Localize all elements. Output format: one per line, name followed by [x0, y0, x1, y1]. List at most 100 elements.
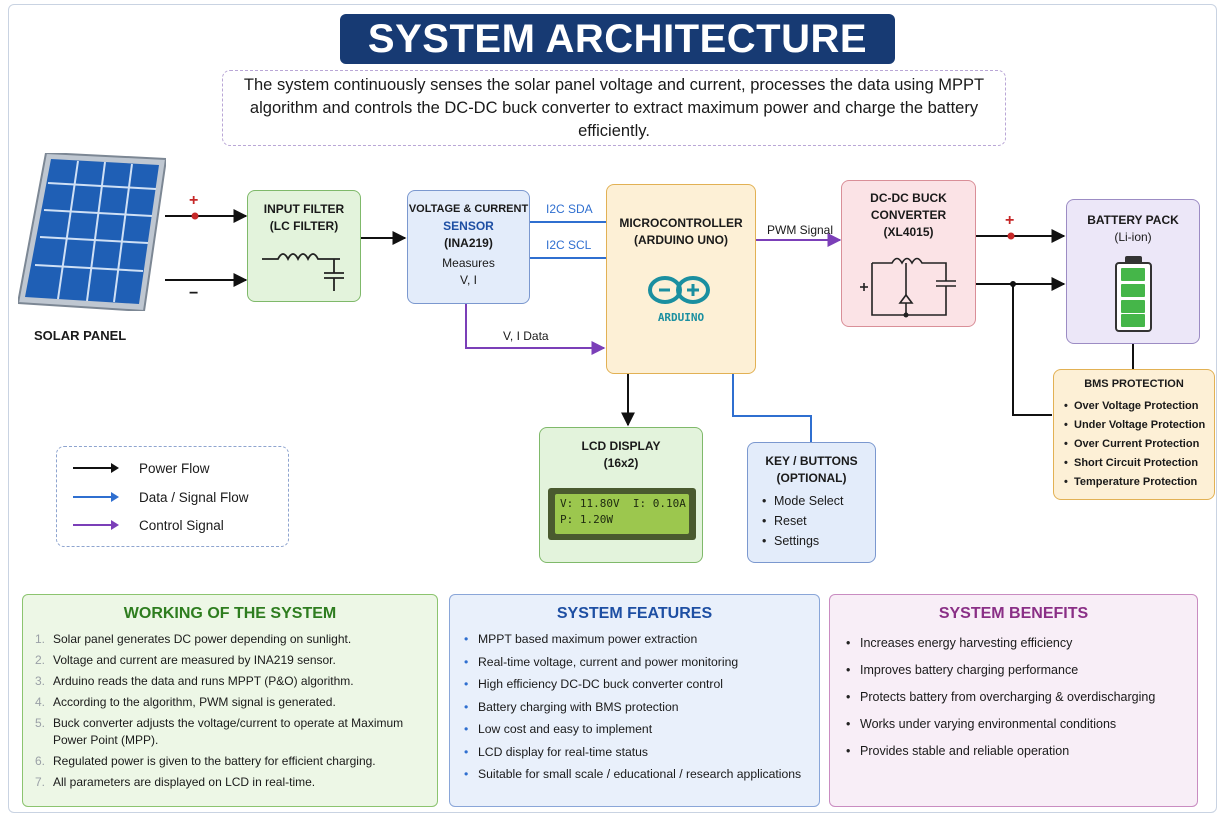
list-item-text: Arduino reads the data and runs MPPT (P&… — [53, 674, 354, 688]
battery-cap — [1125, 256, 1142, 263]
features-panel: SYSTEM FEATURES •MPPT based maximum powe… — [449, 594, 820, 807]
working-item: 5.Buck converter adjusts the voltage/cur… — [35, 715, 427, 749]
list-item-text: Settings — [774, 534, 820, 548]
buck-title: DC-DC BUCK — [870, 191, 947, 205]
features-item: •MPPT based maximum power extraction — [464, 631, 811, 648]
bms-item: •Temperature Protection — [1064, 474, 1214, 490]
list-marker: • — [464, 722, 469, 736]
plus-terminal-dot — [191, 212, 199, 220]
arduino-logo-text: ARDUINO — [657, 311, 705, 324]
battery-pack-block: BATTERY PACK (Li-ion) — [1066, 199, 1200, 344]
list-item-text: Works under varying environmental condit… — [860, 717, 1117, 731]
bms-item: •Over Voltage Protection — [1064, 398, 1214, 414]
features-item: •Battery charging with BMS protection — [464, 699, 811, 716]
legend-power-line — [73, 463, 119, 473]
battery-cell — [1121, 314, 1145, 327]
list-item-text: According to the algorithm, PWM signal i… — [53, 695, 336, 709]
description-text: The system continuously senses the solar… — [243, 75, 985, 140]
list-marker: • — [464, 744, 469, 759]
list-item-text: Short Circuit Protection — [1074, 457, 1199, 469]
features-item: •Real-time voltage, current and power mo… — [464, 654, 811, 671]
features-title: SYSTEM FEATURES — [556, 605, 713, 622]
working-title: WORKING OF THE SYSTEM — [123, 605, 337, 622]
buck-model: (XL4015) — [883, 225, 934, 239]
battery-type: (Li-ion) — [1114, 230, 1152, 244]
bms-list: •Over Voltage Protection•Under Voltage P… — [1064, 398, 1214, 490]
list-marker: • — [846, 717, 851, 731]
pwm-signal-label: PWM Signal — [767, 223, 834, 237]
list-item-text: Regulated power is given to the battery … — [53, 754, 376, 768]
i2c-sda-label: I2C SDA — [546, 202, 593, 216]
keys-optional: (OPTIONAL) — [776, 471, 847, 485]
list-marker: • — [846, 636, 851, 650]
list-item-text: Increases energy harvesting efficiency — [860, 636, 1073, 650]
sensor-name: SENSOR — [443, 219, 494, 233]
microcontroller-block: MICROCONTROLLER (ARDUINO UNO) ARDUINO — [606, 184, 756, 374]
list-marker: • — [1064, 457, 1068, 469]
keys-item: • Mode Select — [762, 493, 875, 509]
list-item-text: Buck converter adjusts the voltage/curre… — [53, 716, 404, 747]
vi-data-label: V, I Data — [503, 329, 549, 343]
lcd-line-1: V: 11.80V I: 0.10A — [560, 497, 686, 510]
legend: Power Flow Data / Signal Flow Control Si… — [56, 446, 289, 547]
features-item: •High efficiency DC-DC buck converter co… — [464, 676, 811, 693]
working-item: 3.Arduino reads the data and runs MPPT (… — [35, 673, 427, 690]
battery-cell — [1121, 300, 1145, 313]
list-item-text: Reset — [774, 514, 807, 528]
list-marker: • — [1064, 476, 1068, 488]
benefits-item: • Increases energy harvesting efficiency — [846, 635, 1189, 652]
list-marker: • — [762, 494, 767, 508]
list-item-text: LCD display for real-time status — [478, 744, 649, 759]
keys-item: •Settings — [762, 533, 875, 549]
list-marker: • — [464, 632, 469, 646]
keys-item: •Reset — [762, 513, 875, 529]
features-item: •Suitable for small scale / educational … — [464, 766, 811, 783]
features-list: •MPPT based maximum power extraction •Rea… — [464, 631, 811, 783]
list-marker: • — [1064, 419, 1068, 431]
buck-plus-sign: + — [1005, 212, 1015, 229]
sensor-measures: Measures — [442, 256, 495, 270]
solar-plus-sign: + — [189, 192, 199, 209]
mcu-model: (ARDUINO UNO) — [634, 233, 728, 247]
list-marker: • — [1064, 400, 1068, 412]
arduino-logo-icon — [648, 276, 710, 304]
battery-title: BATTERY PACK — [1087, 213, 1179, 227]
list-item-text: Protects battery from overcharging & ove… — [860, 690, 1156, 704]
description-box: The system continuously senses the solar… — [222, 70, 1006, 146]
bms-line — [1012, 284, 1052, 416]
features-item: • LCD display for real-time status — [464, 744, 811, 761]
lcd-line-2: P: 1.20W — [560, 513, 613, 526]
bms-protection-block: BMS PROTECTION •Over Voltage Protection•… — [1053, 369, 1215, 500]
legend-power-label: Power Flow — [139, 460, 210, 476]
lcd-size: (16x2) — [603, 456, 639, 470]
list-marker: 4. — [35, 695, 46, 709]
list-item-text: Battery charging with BMS protection — [478, 699, 679, 714]
title-banner: SYSTEM ARCHITECTURE — [340, 14, 895, 64]
lcd-screen-text: V: 11.80V I: 0.10A P: 1.20W — [555, 494, 689, 534]
battery-icon — [1115, 262, 1152, 332]
bms-item: • Short Circuit Protection — [1064, 455, 1214, 471]
legend-data-label: Data / Signal Flow — [139, 489, 249, 505]
list-marker: • — [846, 744, 851, 758]
list-marker: 7. — [35, 775, 46, 789]
list-item-text: Mode Select — [774, 494, 844, 508]
benefits-item: • Works under varying environmental condi… — [846, 716, 1189, 733]
list-marker: • — [464, 654, 469, 669]
legend-data-line — [73, 492, 119, 502]
keys-block: KEY / BUTTONS (OPTIONAL) •Mode Select•Re… — [747, 442, 876, 563]
i2c-scl-label: I2C SCL — [546, 238, 592, 252]
sensor-vi: V, I — [460, 273, 477, 287]
list-marker: • — [846, 690, 851, 704]
working-item: 2.Voltage and current are measured by IN… — [35, 652, 427, 669]
list-item-text: Solar panel generates DC power depending… — [53, 632, 352, 646]
vi-data-line — [465, 304, 606, 355]
list-item-text: All parameters are displayed on LCD in r… — [53, 775, 316, 789]
list-item-text: Under Voltage Protection — [1074, 419, 1206, 431]
buck-subtitle: CONVERTER — [870, 208, 947, 222]
list-marker: • — [1064, 438, 1068, 450]
page-title: SYSTEM ARCHITECTURE — [367, 16, 868, 61]
lc-filter-icon — [262, 253, 344, 291]
keys-list: • Mode Select •Reset •Settings — [762, 493, 875, 549]
benefits-panel: SYSTEM BENEFITS •Increases energy harves… — [829, 594, 1198, 807]
